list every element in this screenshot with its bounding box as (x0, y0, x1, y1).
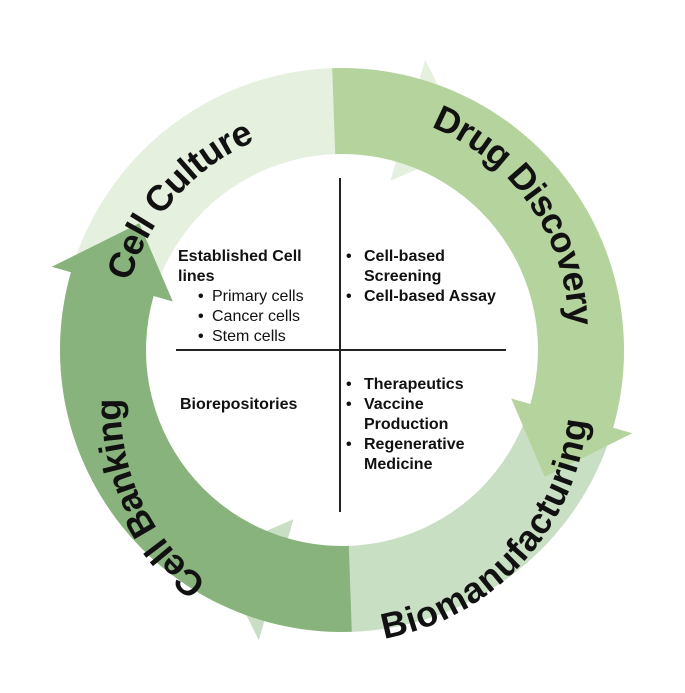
quadrant-bottom-left: Biorepositories (180, 395, 335, 415)
list-item: Cancer cells (178, 307, 338, 327)
list-item: Cell-based Assay (342, 287, 537, 307)
drug-discovery-list: Cell-based Screening Cell-based Assay (342, 247, 537, 307)
list-item: Stem cells (178, 327, 338, 347)
established-cell-lines-heading: Established Cell lines (178, 248, 302, 285)
list-item: Cell-based Screening (342, 247, 474, 287)
list-item: Vaccine Production (342, 395, 474, 435)
cell-line-list: Primary cells Cancer cells Stem cells (178, 287, 338, 347)
list-item: Primary cells (178, 287, 338, 307)
quadrant-bottom-right: Therapeutics Vaccine Production Regenera… (342, 375, 502, 475)
arrow-drug-discovery (332, 68, 633, 477)
arrow-cell-banking (51, 223, 352, 632)
quadrant-top-right: Cell-based Screening Cell-based Assay (342, 247, 537, 307)
quadrant-top-left: Established Cell lines Primary cells Can… (178, 247, 338, 347)
list-item: Regenerative Medicine (342, 435, 474, 475)
list-item: Therapeutics (342, 375, 502, 395)
biorepositories-label: Biorepositories (180, 396, 298, 413)
biomanufacturing-list: Therapeutics Vaccine Production Regenera… (342, 375, 502, 475)
